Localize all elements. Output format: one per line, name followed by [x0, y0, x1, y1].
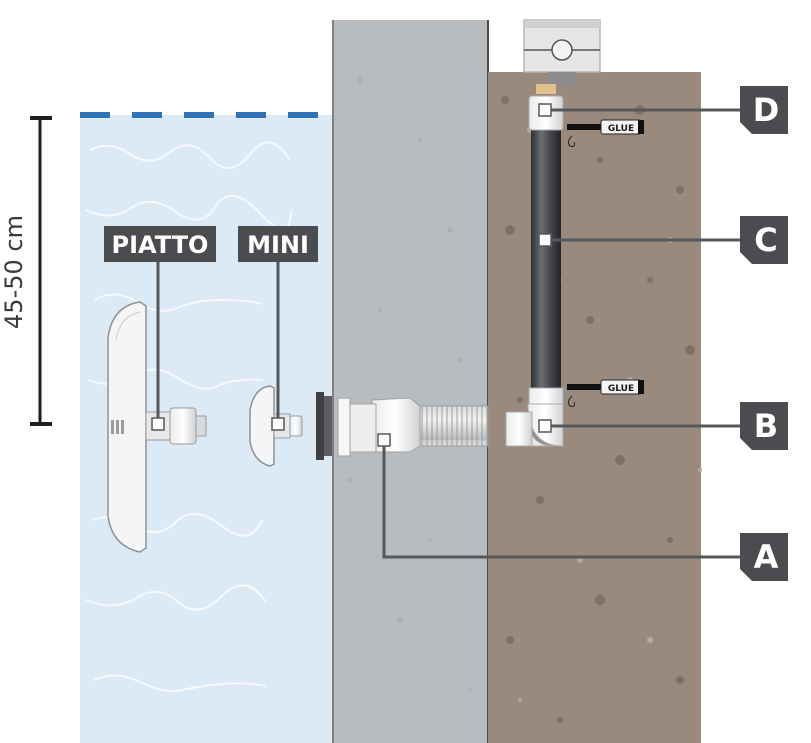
- svg-text:B: B: [754, 407, 778, 445]
- svg-text:D: D: [753, 91, 780, 129]
- concrete-wall: [332, 20, 489, 743]
- depth-dimension-text: 45-50 cm: [0, 215, 28, 329]
- marker-mini: [271, 417, 285, 431]
- marker-piatto: [151, 417, 165, 431]
- depth-dimension-bracket: [30, 116, 52, 426]
- piatto-light-fixture: [107, 301, 207, 553]
- marker-c: [538, 233, 552, 247]
- glue-label-bottom: GLUE: [608, 384, 634, 394]
- marker-a: [377, 433, 391, 447]
- label-a: A: [740, 533, 788, 581]
- svg-text:PIATTO: PIATTO: [112, 231, 209, 259]
- marker-d: [538, 103, 552, 117]
- label-piatto: PIATTO: [104, 226, 216, 262]
- leader-a: [382, 440, 740, 559]
- soil-ground: [488, 72, 702, 743]
- glue-label-top: GLUE: [608, 124, 634, 134]
- junction-box: [523, 19, 601, 94]
- marker-b: [538, 419, 552, 433]
- leader-lines: [156, 108, 740, 559]
- label-b: B: [740, 402, 788, 450]
- glue-tube-bottom: GLUE: [567, 379, 644, 407]
- svg-text:C: C: [754, 221, 777, 259]
- wall-niche-assembly: [316, 392, 489, 460]
- svg-text:MINI: MINI: [247, 231, 309, 259]
- svg-text:A: A: [754, 538, 779, 576]
- label-mini: MINI: [238, 226, 318, 262]
- vertical-conduit-pipe: [528, 95, 564, 390]
- glue-tube-top: GLUE: [567, 119, 644, 147]
- label-d: D: [740, 86, 788, 134]
- label-c: C: [740, 216, 788, 264]
